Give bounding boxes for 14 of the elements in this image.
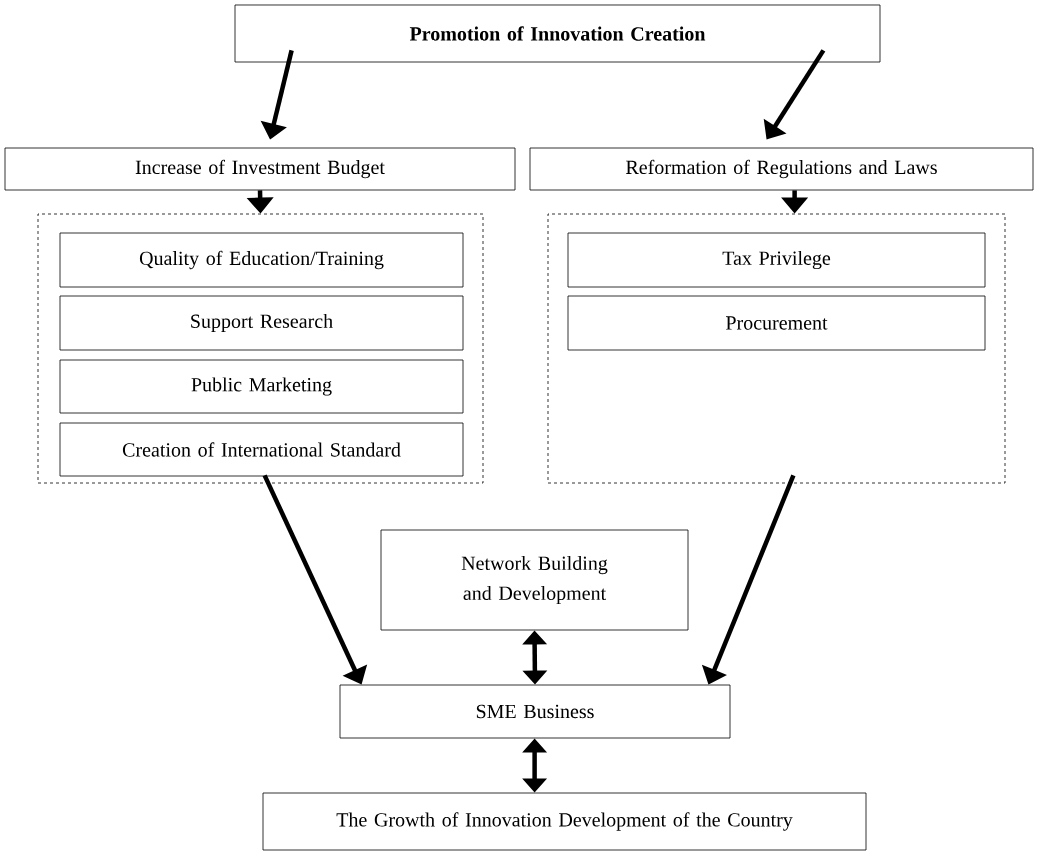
- group-box: [37, 213, 484, 484]
- group-box: [547, 213, 1006, 484]
- title-box: Promotion of Innovation Creation: [234, 4, 881, 63]
- process-box: Support Research: [59, 295, 464, 351]
- process-box: Procurement: [567, 295, 986, 351]
- process-box: Tax Privilege: [567, 232, 986, 288]
- process-box: Increase of Investment Budget: [4, 147, 516, 191]
- process-box: Public Marketing: [59, 359, 464, 414]
- process-box: The Growth of Innovation Development of the Country: [262, 792, 867, 851]
- process-box: Creation of International Standard: [59, 422, 464, 477]
- process-box: Reformation of Regulations and Laws: [529, 147, 1034, 191]
- process-box: Network Building and Development: [380, 529, 689, 631]
- process-box: Quality of Education/Training: [59, 232, 464, 288]
- process-box: SME Business: [339, 684, 731, 739]
